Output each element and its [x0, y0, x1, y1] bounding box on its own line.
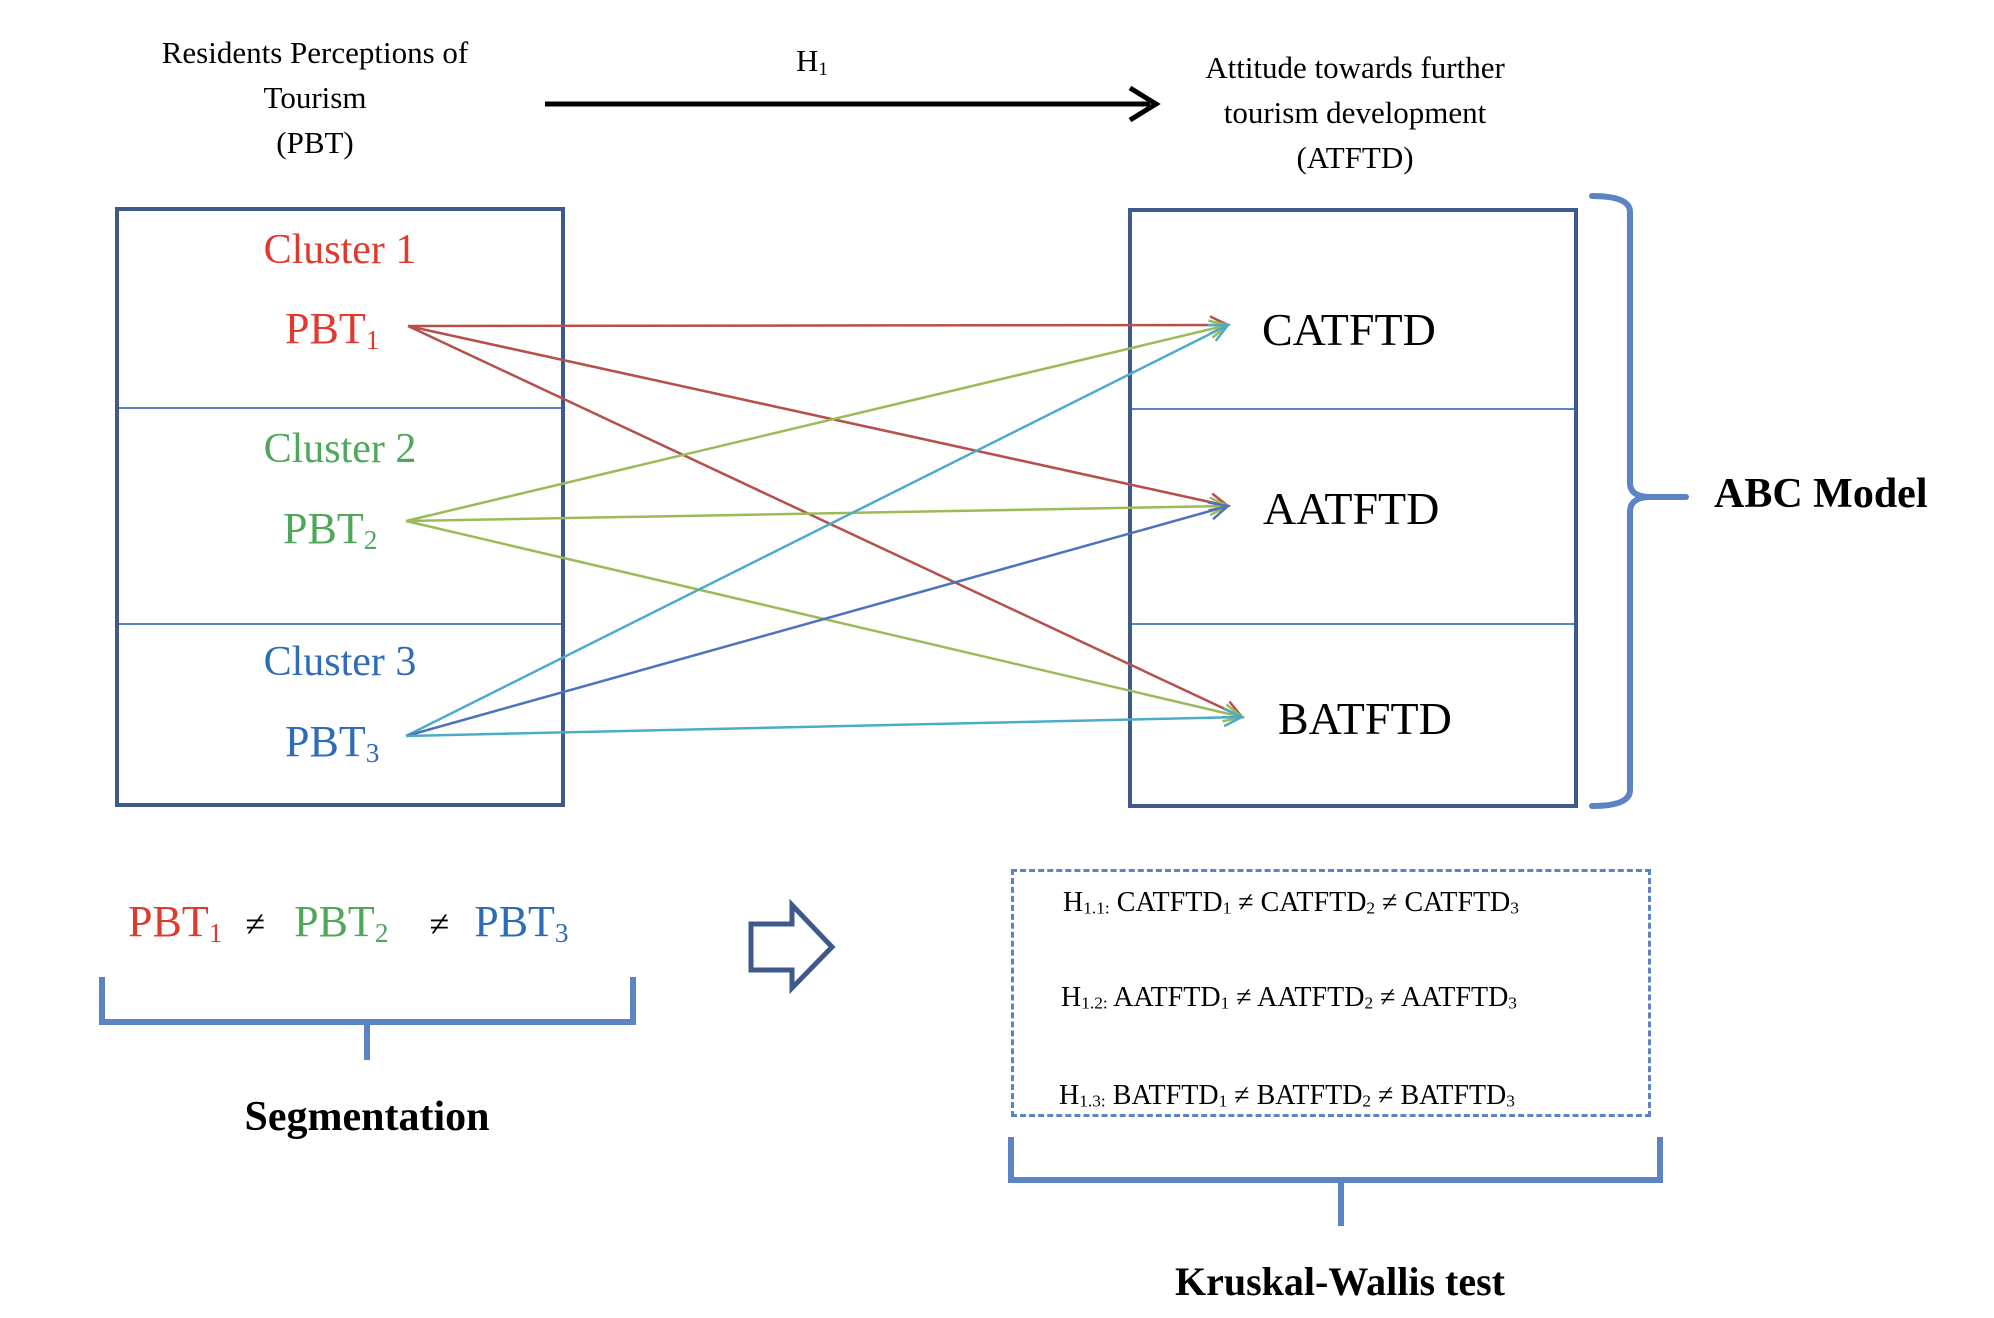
- not-equal-sign: ≠: [1227, 1080, 1257, 1111]
- hypothesis-term: AATFTD: [1400, 982, 1509, 1013]
- connection-arrow: [405, 319, 1231, 523]
- abc-model-label: ABC Model: [1714, 471, 1928, 517]
- pbt-text: PBT: [285, 304, 366, 353]
- pbt-text: PBT: [294, 897, 375, 946]
- cluster-divider: [119, 623, 561, 625]
- pbt-text: PBT: [474, 897, 555, 946]
- arrowhead-icon: [1223, 707, 1245, 728]
- hypothesis-term: BATFTD: [1256, 1080, 1363, 1111]
- segmentation-expression: PBT1 ≠ PBT2 ≠ PBT3: [128, 896, 569, 949]
- connection-arrow: [407, 315, 1231, 335]
- hypothesis-h1-label: H1: [796, 38, 828, 92]
- not-equal-sign: ≠: [1371, 1080, 1401, 1111]
- hypothesis-h: H: [1061, 982, 1082, 1013]
- segmentation-label: Segmentation: [244, 1094, 490, 1140]
- segment-pbt-3: PBT3: [474, 897, 569, 948]
- hypothesis-term: BATFTD: [1112, 1080, 1219, 1111]
- hypothesis-term: BATFTD: [1400, 1080, 1507, 1111]
- hypothesis-h1-arrow: [545, 85, 1161, 123]
- cluster-3-title: Cluster 3: [263, 639, 417, 685]
- hypothesis-index: 1.2:: [1081, 993, 1108, 1013]
- atftd-heading-line: tourism development: [1223, 95, 1487, 130]
- arrowhead-icon: [1207, 323, 1231, 342]
- pbt-subscript: 1: [365, 325, 380, 355]
- pbt-subscript: 1: [208, 918, 223, 948]
- not-equal-sign: ≠: [1229, 982, 1258, 1013]
- hypothesis-term-subscript: 1: [1222, 898, 1232, 918]
- cluster-3-pbt: PBT3: [285, 716, 379, 769]
- hypothesis-1-3: H1.3: BATFTD1 ≠ BATFTD2 ≠ BATFTD3: [1059, 1080, 1515, 1112]
- not-equal-sign: ≠: [1373, 982, 1401, 1013]
- h-subscript: 1: [818, 59, 828, 81]
- hypothesis-index: 1.1:: [1083, 898, 1110, 918]
- hypothesis-term-subscript: 2: [1362, 1091, 1372, 1111]
- not-equal-sign: ≠: [245, 904, 266, 944]
- pbt-subscript: 3: [554, 918, 569, 948]
- hypothesis-term: CATFTD: [1404, 887, 1511, 918]
- hypothesis-term-subscript: 3: [1508, 993, 1517, 1013]
- hypothesis-1-1: H1.1: CATFTD1 ≠ CATFTD2 ≠ CATFTD3: [1063, 887, 1519, 919]
- hypothesis-index: 1.3:: [1079, 1091, 1106, 1111]
- pbt-text: PBT: [285, 717, 366, 766]
- pbt-subscript: 2: [363, 525, 378, 555]
- segment-pbt-2: PBT2: [294, 897, 389, 948]
- segmentation-bracket: [99, 977, 636, 1060]
- attitude-batftd: BATFTD: [1278, 693, 1452, 744]
- cluster-1-pbt: PBT1: [285, 303, 379, 356]
- connection-arrow: [405, 519, 1245, 723]
- hypothesis-term-subscript: 1: [1220, 993, 1230, 1013]
- segment-pbt-1: PBT1: [128, 897, 223, 948]
- kruskal-wallis-label: Kruskal-Wallis test: [1174, 1259, 1506, 1304]
- pbt-heading-line: Residents Perceptions of: [161, 35, 469, 70]
- clusters-box: [115, 207, 565, 807]
- hypothesis-term-subscript: 3: [1506, 1091, 1515, 1111]
- not-equal-sign: ≠: [1231, 887, 1261, 918]
- hypothesis-term: AATFTD: [1257, 982, 1365, 1013]
- hypothesis-term: CATFTD: [1116, 887, 1223, 918]
- kruskal-wallis-bracket: [1008, 1137, 1663, 1226]
- cluster-2-pbt: PBT2: [283, 503, 377, 556]
- hypothesis-term-subscript: 3: [1510, 898, 1519, 918]
- connection-arrows: [405, 315, 1245, 738]
- attitude-divider: [1132, 623, 1574, 625]
- hypothesis-term: AATFTD: [1113, 982, 1221, 1013]
- pbt-heading: Residents Perceptions of Tourism (PBT): [110, 30, 520, 165]
- pbt-subscript: 2: [374, 918, 389, 948]
- arrowhead-icon: [1208, 501, 1231, 521]
- attitude-aatftd: AATFTD: [1263, 483, 1440, 534]
- abc-model-brace: [1589, 193, 1689, 809]
- pbt-text: PBT: [128, 897, 209, 946]
- h-letter: H: [796, 43, 819, 78]
- atftd-heading-line: (ATFTD): [1296, 140, 1414, 175]
- hypothesis-term-subscript: 2: [1364, 993, 1374, 1013]
- hypothesis-h: H: [1063, 887, 1084, 918]
- pbt-heading-line: Tourism: [263, 80, 367, 115]
- not-equal-sign: ≠: [429, 904, 450, 944]
- pbt-heading-line: (PBT): [276, 125, 354, 160]
- hypothesis-h: H: [1059, 1080, 1080, 1111]
- cluster-divider: [119, 407, 561, 409]
- hypothesis-1-2: H1.2: AATFTD1 ≠ AATFTD2 ≠ AATFTD3: [1061, 982, 1517, 1014]
- connection-arrow: [407, 324, 1245, 719]
- atftd-heading-line: Attitude towards further: [1205, 50, 1505, 85]
- connection-arrow: [405, 323, 1231, 738]
- not-equal-sign: ≠: [1375, 887, 1405, 918]
- cluster-1-title: Cluster 1: [263, 227, 417, 273]
- hypothesis-term-subscript: 2: [1366, 898, 1376, 918]
- connection-arrow: [405, 707, 1245, 738]
- connection-arrow: [405, 501, 1231, 738]
- attitude-divider: [1132, 408, 1574, 410]
- hypotheses-box: [1011, 869, 1651, 1117]
- hypothesis-term-subscript: 1: [1218, 1091, 1228, 1111]
- atftd-heading: Attitude towards further tourism develop…: [1150, 45, 1560, 180]
- pbt-text: PBT: [283, 504, 364, 553]
- attitude-catftd: CATFTD: [1262, 304, 1436, 355]
- pbt-subscript: 3: [365, 738, 380, 768]
- hypothesis-term: CATFTD: [1260, 887, 1367, 918]
- cluster-2-title: Cluster 2: [263, 426, 417, 472]
- block-arrow-icon: [748, 898, 836, 995]
